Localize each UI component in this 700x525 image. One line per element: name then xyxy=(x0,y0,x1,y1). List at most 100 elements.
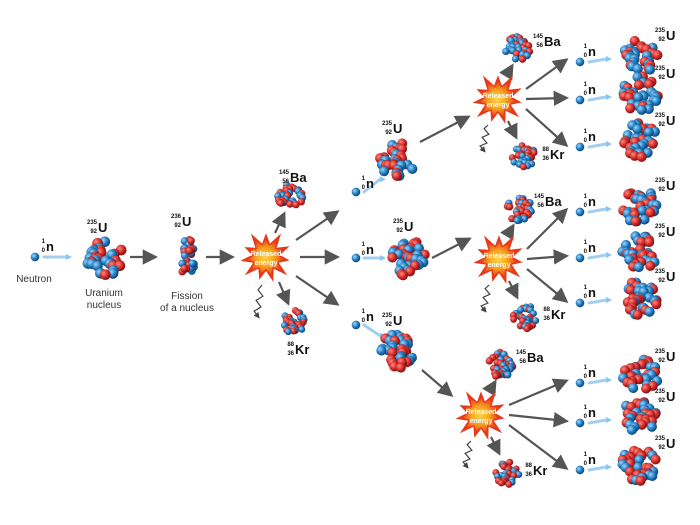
label-neutron-lower-symbol: n xyxy=(366,309,374,324)
trail-gen3-5 xyxy=(587,253,608,260)
label-uranium-gen3-3-mass: 235 xyxy=(655,113,666,119)
nucleon xyxy=(632,309,643,320)
arrow-gen3-9 xyxy=(508,424,569,470)
label-neutron-gen3-6: n10 xyxy=(584,285,596,300)
label-uranium-lower-symbol: U xyxy=(393,313,402,328)
neutron-upper xyxy=(351,187,361,197)
label-neutron-gen3-5: n10 xyxy=(584,240,596,255)
neutron-gen3-5 xyxy=(575,253,585,263)
arrow-burst1-to-krypton xyxy=(276,281,291,306)
label-uranium-gen3-7-symbol: U xyxy=(666,349,675,364)
label-krypton-middle-symbol: Kr xyxy=(551,307,565,322)
nucleon xyxy=(644,236,655,248)
label-barium-lower-mass: 145 xyxy=(516,350,527,356)
arrow-to-krypton-upper xyxy=(503,120,518,140)
label-barium-1-mass: 145 xyxy=(279,170,290,176)
label-uranium-gen3-9-atomic-number: 92 xyxy=(658,445,665,451)
trail-gen3-3 xyxy=(587,142,608,149)
neutron-middle xyxy=(351,253,361,263)
label-barium-middle-atomic-number: 56 xyxy=(537,203,544,209)
nucleon xyxy=(640,383,652,394)
gamma-ray-upper xyxy=(479,124,490,153)
label-neutron-upper-atomic-number: 0 xyxy=(362,185,366,191)
uranium-nucleus-initial xyxy=(82,236,127,281)
label-krypton-upper-atomic-number: 36 xyxy=(542,156,549,162)
nucleon xyxy=(397,270,409,281)
label-krypton-1-symbol: Kr xyxy=(295,342,309,357)
label-neutron-gen3-7-mass: 1 xyxy=(584,365,588,371)
nucleon xyxy=(180,264,189,273)
label-uranium-gen3-8-atomic-number: 92 xyxy=(658,398,665,404)
nucleon xyxy=(633,79,644,91)
uranium-nucleus-gen3-3 xyxy=(619,118,661,163)
neutron-gen3-8 xyxy=(575,418,585,428)
trail-gen3-1 xyxy=(587,57,608,64)
label-barium-upper-atomic-number: 56 xyxy=(536,43,543,49)
incoming-neutron xyxy=(30,252,40,262)
label-neutron-gen3-3-atomic-number: 0 xyxy=(584,138,588,144)
nucleon xyxy=(387,252,398,263)
label-neutron-gen3-1: n10 xyxy=(584,44,596,59)
label-neutron-gen3-8: n10 xyxy=(584,405,596,420)
neutron-gen3-6 xyxy=(575,298,585,308)
label-uranium-initial-mass: 235 xyxy=(87,220,98,226)
energy-bursts-layer: ReleasedenergyReleasedenergyReleasedener… xyxy=(240,75,523,440)
trail-gen3-9 xyxy=(587,465,608,472)
uranium-nucleus-gen3-2 xyxy=(618,71,663,116)
arrow-gen3-3 xyxy=(525,108,569,148)
label-uranium-gen3-9-mass: 235 xyxy=(655,436,666,442)
nucleon xyxy=(188,259,197,268)
nucleon xyxy=(652,49,663,61)
label-uranium-gen3-2-mass: 235 xyxy=(655,66,666,72)
arrow-gen3-5 xyxy=(526,249,570,265)
uranium-nucleus-gen3-7 xyxy=(617,354,663,394)
nucleon xyxy=(186,236,195,245)
label-uranium-gen3-2-symbol: U xyxy=(666,66,675,81)
nucleon xyxy=(651,299,662,310)
nucleon xyxy=(292,200,300,209)
uranium-nucleus-gen3-1 xyxy=(619,35,663,75)
label-neutron-gen3-9: n10 xyxy=(584,452,596,467)
arrow-gen3-2 xyxy=(525,90,570,107)
trail-gen3-6-head xyxy=(606,297,612,303)
label-neutron-upper: n10 xyxy=(362,176,374,191)
nucleon xyxy=(511,55,520,63)
trail-gen3-8-head xyxy=(606,417,612,423)
barium-fragment-upper xyxy=(501,32,534,64)
label-uranium-lower-mass: 235 xyxy=(382,313,393,319)
nucleon xyxy=(632,123,643,135)
trail-gen3-4 xyxy=(587,207,608,214)
nucleon xyxy=(376,345,387,356)
nucleon xyxy=(407,163,418,175)
trail-gen3-5-head xyxy=(606,252,612,258)
label-neutron-gen3-2-mass: 1 xyxy=(584,82,588,88)
label-neutron-gen3-3-mass: 1 xyxy=(584,129,588,135)
nucleon xyxy=(532,317,540,325)
nucleon xyxy=(635,475,646,486)
label-uranium-gen3-6-symbol: U xyxy=(666,269,675,284)
label-uranium-gen3-2-atomic-number: 92 xyxy=(658,75,665,81)
neutron-caption: Neutron xyxy=(16,274,52,285)
trail-upper xyxy=(362,177,382,194)
neutron-gen3-4 xyxy=(575,207,585,217)
nucleon xyxy=(523,325,531,333)
nucleon xyxy=(503,370,512,379)
nucleon xyxy=(518,55,527,64)
burst-inner xyxy=(480,242,516,277)
uranium-caption-line2: nucleus xyxy=(87,300,121,311)
radiation-waves-layer xyxy=(253,124,491,469)
nucleon xyxy=(391,170,403,182)
